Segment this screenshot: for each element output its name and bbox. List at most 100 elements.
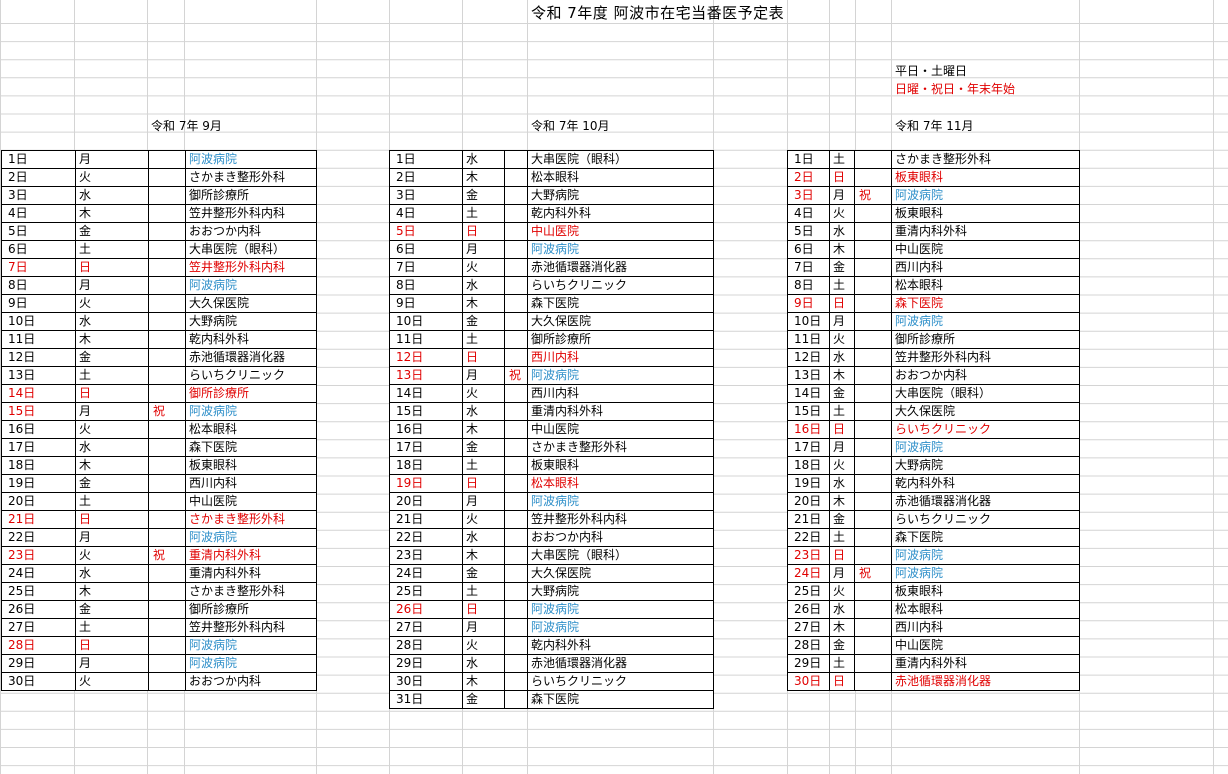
day-cell: 3日	[1, 186, 76, 205]
clinic-cell: 笠井整形外科内科	[891, 348, 1080, 367]
holiday-mark-cell	[854, 546, 892, 565]
clinic-cell: おおつか内科	[891, 366, 1080, 385]
day-cell: 11日	[787, 330, 830, 349]
clinic-cell: 森下医院	[527, 294, 714, 313]
clinic-cell: 大久保医院	[527, 312, 714, 331]
clinic-cell: 中山医院	[891, 240, 1080, 259]
schedule-row: 25日火板東眼科	[787, 582, 1080, 601]
holiday-mark-cell	[148, 672, 186, 691]
weekday-cell: 土	[75, 366, 149, 385]
clinic-cell: 西川内科	[185, 474, 317, 493]
schedule-row: 30日日赤池循環器消化器	[787, 672, 1080, 691]
holiday-mark-cell	[854, 222, 892, 241]
weekday-cell: 火	[829, 582, 855, 601]
weekday-cell: 日	[829, 546, 855, 565]
clinic-cell: らいちクリニック	[891, 420, 1080, 439]
schedule-row: 16日日らいちクリニック	[787, 420, 1080, 439]
weekday-cell: 日	[462, 222, 505, 241]
weekday-cell: 木	[75, 456, 149, 475]
clinic-cell: 板東眼科	[891, 168, 1080, 187]
weekday-cell: 火	[829, 204, 855, 223]
clinic-cell: 松本眼科	[185, 420, 317, 439]
weekday-cell: 木	[462, 168, 505, 187]
day-cell: 26日	[389, 600, 463, 619]
holiday-mark-cell	[504, 240, 528, 259]
holiday-mark-cell	[854, 402, 892, 421]
day-cell: 12日	[787, 348, 830, 367]
clinic-cell: 松本眼科	[891, 600, 1080, 619]
day-cell: 24日	[389, 564, 463, 583]
schedule-row: 6日木中山医院	[787, 240, 1080, 259]
schedule-row: 21日火笠井整形外科内科	[389, 510, 714, 529]
clinic-cell: 御所診療所	[185, 384, 317, 403]
holiday-mark-cell	[854, 618, 892, 637]
clinic-cell: 西川内科	[891, 258, 1080, 277]
weekday-cell: 水	[75, 564, 149, 583]
clinic-cell: 御所診療所	[891, 330, 1080, 349]
clinic-cell: 阿波病院	[891, 312, 1080, 331]
day-cell: 17日	[787, 438, 830, 457]
schedule-row: 17日月阿波病院	[787, 438, 1080, 457]
holiday-mark-cell	[148, 312, 186, 331]
day-cell: 27日	[1, 618, 76, 637]
day-cell: 11日	[389, 330, 463, 349]
weekday-cell: 木	[75, 582, 149, 601]
schedule-row: 15日月祝阿波病院	[1, 402, 317, 421]
weekday-cell: 日	[462, 600, 505, 619]
clinic-cell: 重清内科外科	[891, 222, 1080, 241]
schedule-row: 10日月阿波病院	[787, 312, 1080, 331]
schedule-row: 1日月阿波病院	[1, 150, 317, 169]
holiday-mark-cell	[504, 168, 528, 187]
clinic-cell: 大野病院	[891, 456, 1080, 475]
day-cell: 2日	[787, 168, 830, 187]
weekday-cell: 月	[75, 150, 149, 169]
schedule-row: 31日金森下医院	[389, 690, 714, 709]
weekday-cell: 土	[829, 276, 855, 295]
schedule-row: 21日日さかまき整形外科	[1, 510, 317, 529]
holiday-mark-cell	[854, 240, 892, 259]
holiday-mark-cell	[148, 438, 186, 457]
day-cell: 1日	[1, 150, 76, 169]
clinic-cell: 赤池循環器消化器	[527, 258, 714, 277]
day-cell: 13日	[1, 366, 76, 385]
holiday-mark-cell	[854, 330, 892, 349]
day-cell: 12日	[1, 348, 76, 367]
holiday-mark-cell	[504, 564, 528, 583]
clinic-cell: 大串医院（眼科）	[527, 546, 714, 565]
schedule-row: 27日土笠井整形外科内科	[1, 618, 317, 637]
day-cell: 2日	[1, 168, 76, 187]
weekday-cell: 金	[75, 600, 149, 619]
holiday-mark-cell	[854, 600, 892, 619]
clinic-cell: らいちクリニック	[527, 276, 714, 295]
holiday-mark-cell: 祝	[854, 186, 892, 205]
weekday-cell: 火	[75, 672, 149, 691]
holiday-mark-cell	[504, 186, 528, 205]
schedule-row: 12日日西川内科	[389, 348, 714, 367]
schedule-row: 26日金御所診療所	[1, 600, 317, 619]
schedule-row: 26日日阿波病院	[389, 600, 714, 619]
weekday-cell: 月	[75, 276, 149, 295]
month-heading-oct: 令和 7年 10月	[531, 119, 610, 133]
day-cell: 19日	[787, 474, 830, 493]
schedule-row: 9日日森下医院	[787, 294, 1080, 313]
schedule-row: 5日日中山医院	[389, 222, 714, 241]
weekday-cell: 水	[829, 474, 855, 493]
day-cell: 18日	[787, 456, 830, 475]
day-cell: 31日	[389, 690, 463, 709]
day-cell: 1日	[389, 150, 463, 169]
holiday-mark-cell	[148, 564, 186, 583]
month-heading-sep: 令和 7年 9月	[151, 119, 222, 133]
weekday-cell: 水	[75, 186, 149, 205]
clinic-cell: おおつか内科	[527, 528, 714, 547]
weekday-cell: 日	[462, 348, 505, 367]
holiday-mark-cell	[854, 636, 892, 655]
weekday-cell: 火	[829, 456, 855, 475]
clinic-cell: 西川内科	[527, 348, 714, 367]
day-cell: 28日	[787, 636, 830, 655]
weekday-cell: 月	[75, 402, 149, 421]
day-cell: 4日	[787, 204, 830, 223]
holiday-mark-cell	[148, 258, 186, 277]
clinic-cell: おおつか内科	[185, 222, 317, 241]
clinic-cell: 笠井整形外科内科	[527, 510, 714, 529]
weekday-cell: 水	[462, 276, 505, 295]
